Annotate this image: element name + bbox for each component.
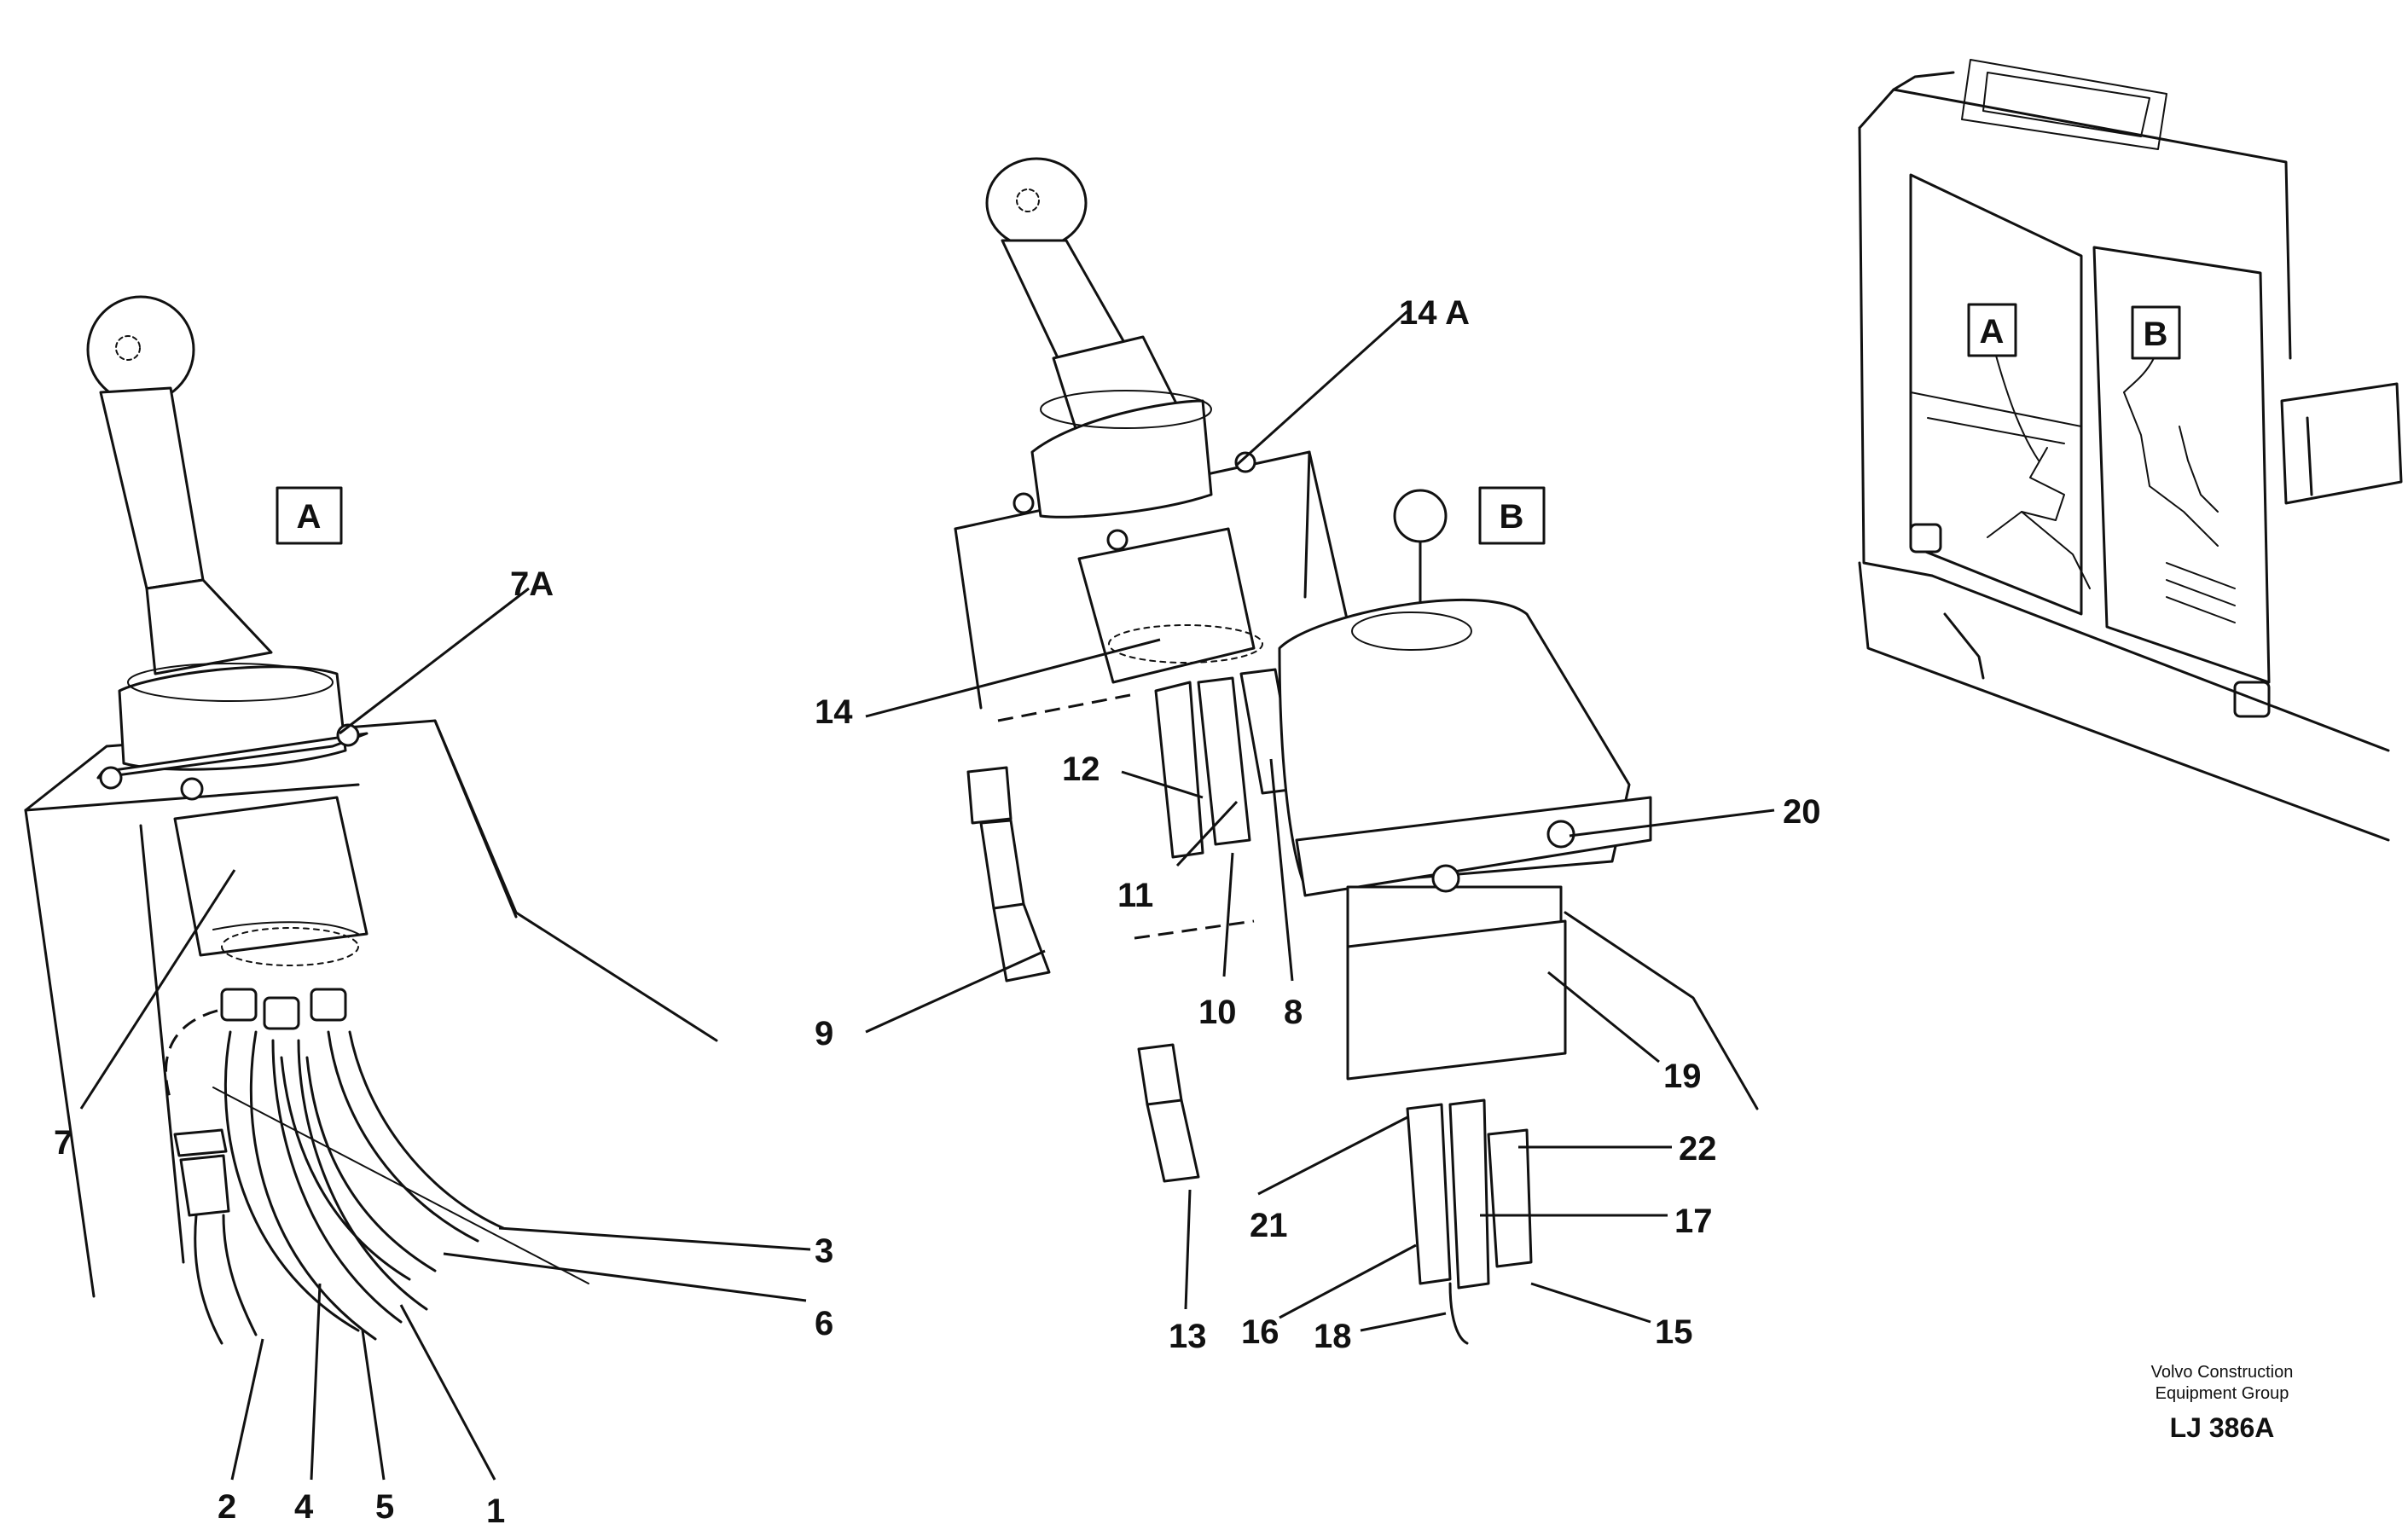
callout-16: 16 [1241, 1313, 1279, 1351]
callout-3: 3 [815, 1232, 833, 1270]
callout-21: 21 [1250, 1207, 1288, 1244]
cab-location-inset [1858, 59, 2403, 842]
callout-15: 15 [1655, 1313, 1693, 1351]
callout-20: 20 [1783, 793, 1821, 831]
view-box-a: A [276, 486, 343, 545]
joystick-a-assembly [24, 295, 718, 1345]
drawing-code: LJ 386A [2170, 1412, 2275, 1443]
callout-6: 6 [815, 1305, 833, 1342]
view-box-b-label: B [1500, 498, 1524, 536]
callout-7: 7 [54, 1124, 73, 1162]
callout-19: 19 [1663, 1058, 1702, 1095]
view-box-b: B [1478, 486, 1546, 545]
callout-11: 11 [1117, 877, 1153, 914]
callout-14a: 14 A [1399, 294, 1470, 332]
callout-2: 2 [218, 1488, 236, 1526]
callout-22: 22 [1679, 1130, 1717, 1168]
callout-1: 1 [486, 1493, 505, 1530]
callout-4: 4 [294, 1488, 314, 1526]
callout-numbers: 7A 7 3 6 2 4 5 1 14 A 14 12 11 10 8 9 13… [54, 294, 1821, 1530]
callout-14: 14 [815, 693, 853, 731]
cab-box-a-label: A [1980, 313, 2005, 351]
footer-line-2: Equipment Group [2156, 1384, 2289, 1403]
callout-12: 12 [1062, 751, 1100, 788]
publisher-footer: Volvo Construction Equipment Group LJ 38… [2151, 1363, 2294, 1443]
footer-line-1: Volvo Construction [2151, 1363, 2294, 1382]
callout-7a: 7A [510, 565, 554, 603]
view-box-a-label: A [297, 498, 322, 536]
callout-10: 10 [1198, 994, 1237, 1031]
callout-17: 17 [1674, 1203, 1713, 1240]
callout-13: 13 [1169, 1318, 1207, 1355]
callout-5: 5 [375, 1488, 394, 1526]
cab-box-b-label: B [2144, 316, 2168, 353]
callout-18: 18 [1314, 1318, 1352, 1355]
callout-9: 9 [815, 1015, 833, 1052]
callout-8: 8 [1284, 994, 1303, 1031]
leader-lines [79, 310, 1775, 1481]
